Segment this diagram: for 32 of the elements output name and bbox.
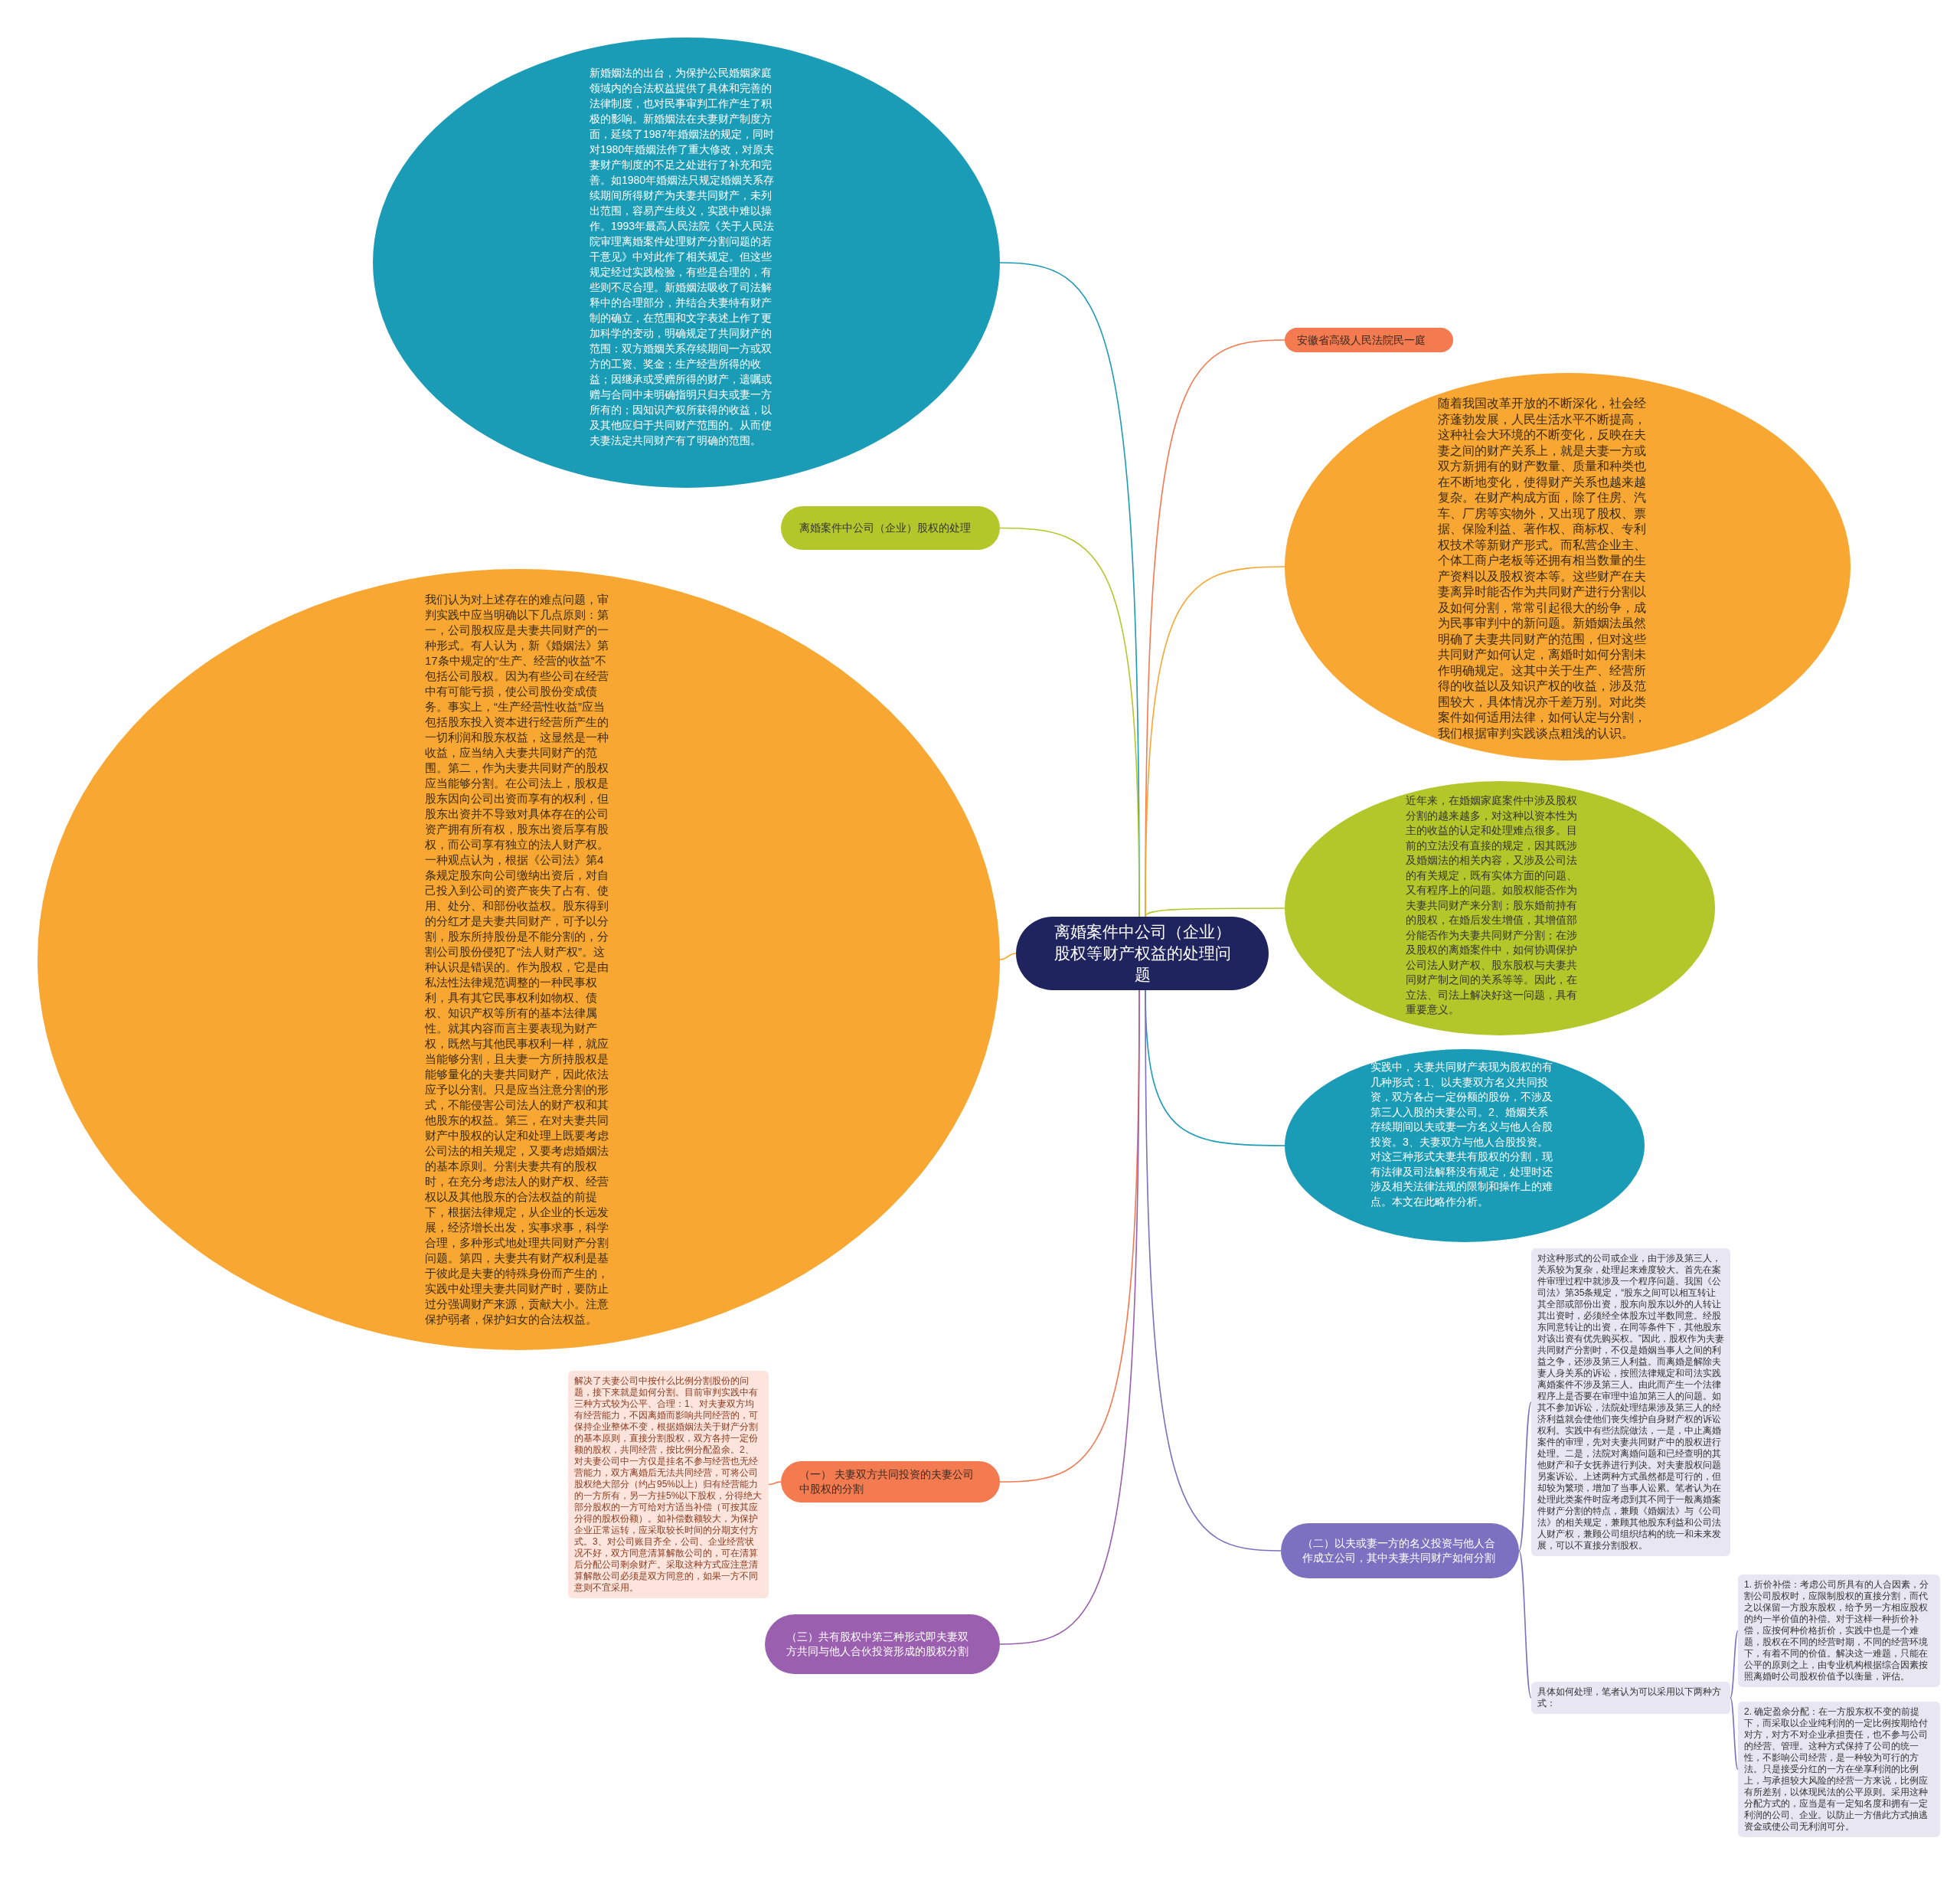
- connector-line: [1518, 1401, 1532, 1552]
- connector-line: [999, 953, 1017, 960]
- subtopic-pill: [781, 1461, 1000, 1503]
- subtopic-pill: [781, 506, 1000, 550]
- subtopic-pill: [1285, 328, 1453, 352]
- topic-text: （三）共有股权中第三种形式即夫妻双方共同与他人合伙投资形成的股权分割: [786, 1630, 969, 1659]
- connector-line: [999, 989, 1140, 1645]
- note-card: [1738, 1575, 1940, 1687]
- topic-text: 实践中，夫妻共同财产表现为股权的有几种形式：1、以夫妻双方名义共同投资，双方各占一定份额的股份，不涉及第三人入股的夫妻公司。2、婚姻关系存续期间以夫或妻一方名义与他人合股投资。3、夫妻双方与他人合股投资。对这三种形式夫妻共有股权的分割，现有法律及司法解释没有规定，处理时还涉及相关法律法规的限制和操作上的难点。本文在此略作分析。: [1370, 1060, 1553, 1209]
- connector-line: [1145, 566, 1285, 917]
- topic-text: 1. 折价补偿：考虑公司所具有的人合因素，分割公司股权时，应限制股权的直接分割，而代之以保留一方股东股权，给予另一方相应股权的约一半价值的补偿。对于这样一种折价补偿，应按何种价格折价，实践中也是一个难题，股权在不同的经营时期，不同的经营环境下，有着不同的价值。解决这一难题，只能在公平的原则之上，由专业机构根据综合因素按照离婚时公司股权价值予以衡量，评估。: [1744, 1579, 1930, 1682]
- topic-text: （一） 夫妻双方共同投资的夫妻公司中股权的分割: [799, 1467, 975, 1496]
- connector-line: [1145, 907, 1285, 917]
- topic-text: 离婚案件中公司（企业）股权的处理: [799, 521, 971, 535]
- connector-line: [1730, 1630, 1739, 1699]
- note-card: [1531, 1682, 1730, 1714]
- topic-text: （二）以夫或妻一方的名义投资与他人合作成立公司，其中夫妻共同财产如何分割: [1302, 1536, 1496, 1565]
- connector-line: [1730, 1697, 1739, 1771]
- topic-text: 对这种形式的公司或企业，由于涉及第三人，关系较为复杂，处理起来难度较大。首先在案件审理过程中就涉及一个程序问题。我国《公司法》第35条规定，“股东之间可以相互转让其全部或部份出资，股东向股东以外的人转让其出资时，必须经全体股东过半数同意。经股东同意转让的出资，在同等条件下，其他股东对该出资有优先购买权。”因此，股权作为夫妻共同财产分割时，不仅是婚姻当事人之间的利益之争，还涉及第三人利益。而离婚是解除夫妻人身关系的诉讼，按照法律规定和司法实践离婚案件不涉及第三人。由此而产生一个法律程序上是否要在审理中追加第三人的问题。如其不参加诉讼，法院处理结果涉及第三人的经济利益就会使他们丧失维护自身财产权的诉讼权利。实践中有些法院做法，一是，中止离婚案件的审理，先对夫妻共同财产中的股权进行处理。二是，法院对离婚问题和已经查明的其他财产和子女抚养进行判决。对夫妻股权问题另案诉讼。上述两种方式虽然都是可行的，但却较为繁琐，增加了当事人讼累。笔者认为在处理此类案件时应考虑到其不同于一般离婚案件财产分割的特点，兼顾《婚姻法》与《公司法》的相关规定，兼顾其他股东利益和公司法人财产权，兼顾公司组织结构的统一和未来发展，可以不直接分割股权。: [1537, 1253, 1724, 1552]
- topic-text: 安徽省高级人民法院民一庭: [1297, 333, 1426, 347]
- topic-text: 随着我国改革开放的不断深化，社会经济蓬勃发展，人民生活水平不断提高，这种社会大环境的不断变化，反映在夫妻之间的财产关系上，就是夫妻一方或双方新拥有的财产数量、质量和种类也在不断地变化，使得财产关系也越来越复杂。在财产构成方面，除了住房、汽车、厂房等实物外，又出现了股权、票据、保险利益、著作权、商标权、专利权技术等新财产形式。而私营企业主、个体工商户老板等还拥有相当数量的生产资料以及股权资本等。这些财产在夫妻离异时能否作为共同财产进行分割以及如何分割，常常引起很大的纷争，成为民事审判中的新问题。新婚姻法虽然明确了夫妻共同财产的范围，但对这些共同财产如何认定，离婚时如何分割未作明确规定。这其中关于生产、经营所得的收益以及知识产权的收益，涉及范围较大，具体情况亦千差万别。对此类案件如何适用法律，如何认定与分割，我们根据审判实践谈点粗浅的认识。: [1438, 396, 1647, 741]
- connector-line: [768, 1481, 782, 1486]
- topic-text: 离婚案件中公司（企业）股权等财产权益的处理问题: [1053, 922, 1232, 985]
- topic-text: 2. 确定盈余分配：在一方股东权不变的前提下，而采取以企业纯利润的一定比例按期给付对方，对方不对企业承担责任，也不参与公司的经营、管理。这种方式保持了公司的统一性，不影响公司经营，是一种较为可行的方法。只是接受分红的一方在坐享利润的比例上，与承担较大风险的经营一方来说，比例应有所差别，以体现民法的公平原则。采用这种分配方式的，应当是有一定知名度和拥有一定利润的公司、企业。以防止一方借此方式抽逃资金或使公司无利润可分。: [1744, 1706, 1929, 1833]
- topic-text: 新婚姻法的出台，为保护公民婚姻家庭领域内的合法权益提供了具体和完善的法律制度，也对民事审判工作产生了积极的影响。新婚姻法在夫妻财产制度方面，延续了1987年婚姻法的规定，同时对1980年婚姻法作了重大修改，对原夫妻财产制度的不足之处进行了补充和完善。如1980年婚姻法只规定婚姻关系存续期间所得财产为夫妻共同财产，未列出范围，容易产生歧义，实践中难以操作。1993年最高人民法院《关于人民法院审理离婚案件处理财产分割问题的若干意见》中对此作了相关规定。但这些规定经过实践检验，有些是合理的，有些则不尽合理。新婚姻法吸收了司法解释中的合理部分，并结合夫妻特有财产制的确立，在范围和文字表述上作了更加科学的变动，明确规定了共同财产的范围：双方婚姻关系存续期间一方或双方的工资、奖金；生产经营所得的收益；因继承或受赠所得的财产，遗嘱或赠与合同中未明确指明只归夫或妻一方所有的；因知识产权所获得的收益，以及其他应归于共同财产范围的。从而使夫妻法定共同财产有了明确的范围。: [590, 66, 776, 448]
- topic-text: 我们认为对上述存在的难点问题，审判实践中应当明确以下几点原则：第一，公司股权应是夫妻共同财产的一种形式。有人认为，新《婚姻法》第17条中规定的“生产、经营的收益”不包括公司股权。因为有些公司在经营中有可能亏损，使公司股份变成债务。事实上，“生产经营性收益”应当包括股东投入资本进行经营所产生的一切利润和股东权益，这显然是一种收益，应当纳入夫妻共同财产的范围。第二，作为夫妻共同财产的股权应当能够分割。在公司法上，股权是股东因向公司出资而享有的权利，但股东出资并不导致对具体存在的公司资产拥有所有权，股东出资后享有股权，而公司享有独立的法人财产权。一种观点认为，根据《公司法》第4条规定股东向公司缴纳出资后，对自己投入到公司的资产丧失了占有、使用、处分、和部份收益权。股东得到的分红才是夫妻共同财产，可予以分割，股东所持股份是不能分割的，分割公司股份侵犯了“法人财产权”。这种认识是错误的。作为股权，它是由私法性法律规范调整的一种民事权利，具有其它民事权利如物权、债权、知识产权等所有的基本法律属性。就其内容而言主要表现为财产权，既然与其他民事权利一样，就应当能够分割，且夫妻一方所持股权是能够量化的夫妻共同财产，因此依法应予以分割。只是应当注意分割的形式，不能侵害公司法人的财产权和其他股东的权益。第三，在对夫妻共同财产中股权的认定和处理上既要考虑公司法的相关规定，又要考虑婚姻法的基本原则。分割夫妻共有的股权时，在充分考虑法人的财产权、经营权以及其他股东的合法权益的前提下，根据法律规定，从企业的长远发展，经济增长出发，实事求事，科学合理，多种形式地处理共同财产分割问题。第四，夫妻共有财产权利是基于彼此是夫妻的特殊身份而产生的，实践中处理夫妻共同财产时，要防止过分强调财产来源，贡献大小。注意保护弱者，保护妇女的合法权益。: [425, 592, 609, 1327]
- subtopic-pill: [1281, 1523, 1519, 1578]
- topic-text: 解决了夫妻公司中按什么比例分割股份的问题，接下来就是如何分割。目前审判实践中有三种方式较为公平、合理：1、对夫妻双方均有经营能力，不因离婚而影响共同经营的，可保持企业整体不变，根据婚姻法关于财产分割的基本原则，直接分割股权，双方各持一定份额的股权，共同经营，按比例分配盈余。2、对夫妻公司中一方仅是挂名不参与经营也无经营能力，双方离婚后无法共同经营，可将公司股权绝大部分（约占95%以上）归有经营能力的一方所有，另一方挂5%以下股权，分得绝大部分股权的一方可给对方适当补偿（可按其应分得的股权份额）。如补偿数额较大，为保护企业正常运转，应采取较长时间的分期支付方式。3、对公司账目齐全，公司、企业经营状况不好，双方同意清算解散公司的，可在清算后分配公司剩余财产。采取这种方式应注意清算解散公司必须是双方同意的，如果一方不同意则不宜采用。: [574, 1375, 763, 1594]
- topic-text: 具体如何处理，笔者认为可以采用以下两种方式：: [1537, 1686, 1722, 1709]
- topic-text: 近年来，在婚姻家庭案件中涉及股权分割的越来越多，对这种以资本性为主的收益的认定和处理难点很多。目前的立法没有直接的规定，因其既涉及婚姻法的相关内容，又涉及公司法的有关规定，既有实体方面的问题、又有程序上的问题。如股权能否作为夫妻共同财产来分割；股东婚前持有的股权，在婚后发生增值，其增值部分能否作为夫妻共同财产分割；在涉及股权的离婚案件中，如何协调保护公司法人财产权、股东股权与夫妻共同财产制之间的关系等等。因此，在立法、司法上解决好这一问题，具有重要意义。: [1406, 794, 1578, 1017]
- connector-line: [1145, 989, 1282, 1552]
- connector-line: [999, 527, 1140, 917]
